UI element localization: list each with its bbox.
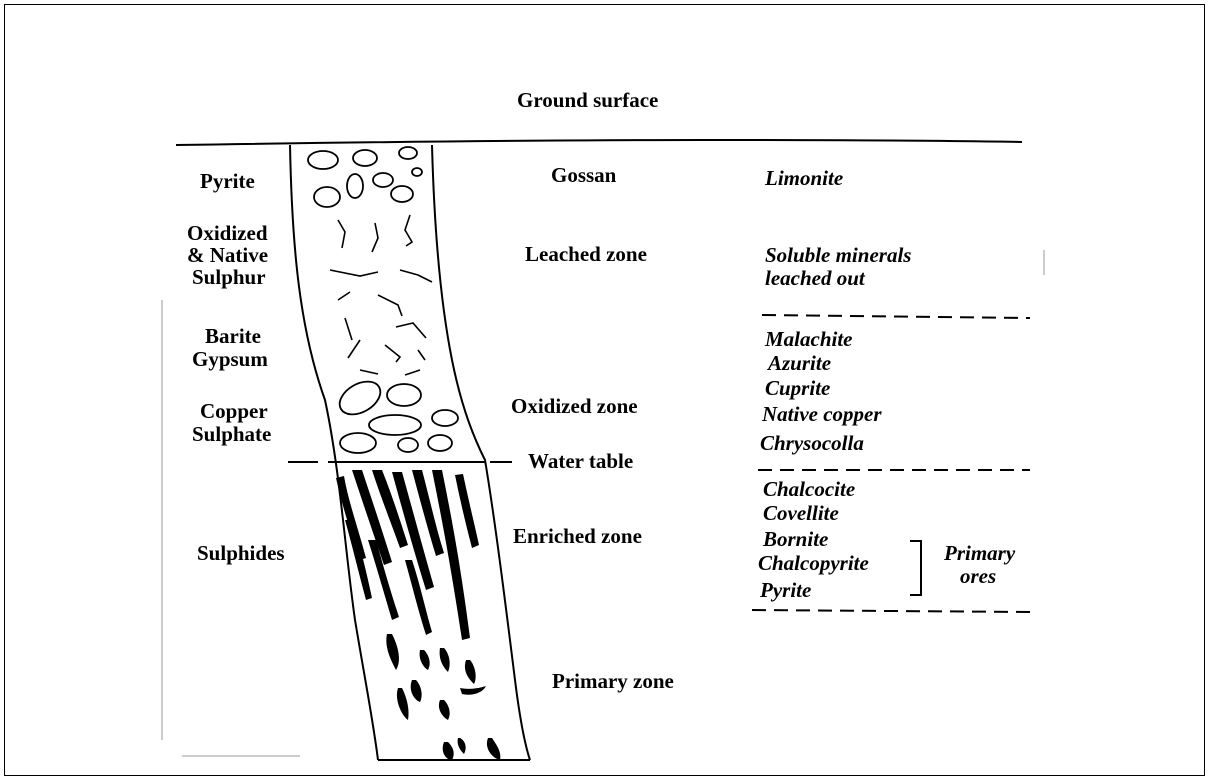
- mineral-bornite: Bornite: [762, 527, 828, 551]
- left-label-oxidized: Oxidized: [187, 221, 268, 245]
- enriched-sulphide-streaks: [336, 470, 479, 640]
- mineral-chalcopyrite: Chalcopyrite: [758, 551, 869, 575]
- left-label-copper: Copper: [200, 399, 268, 423]
- mineral-malachite: Malachite: [764, 327, 853, 351]
- mineral-soluble: Soluble minerals: [765, 243, 911, 267]
- leached-cracks: [330, 215, 432, 375]
- dashed-separator-3: [752, 610, 1030, 612]
- primary-zone-blobs: [386, 634, 500, 760]
- mineral-pyrite: Pyrite: [759, 578, 811, 602]
- left-label-gypsum: Gypsum: [192, 347, 268, 371]
- zone-label-gossan: Gossan: [551, 163, 617, 187]
- ground-surface-label: Ground surface: [517, 88, 658, 112]
- zone-label-water-table: Water table: [528, 449, 633, 473]
- ground-surface-line: [176, 140, 1022, 145]
- mineral-covellite: Covellite: [763, 501, 839, 525]
- mineral-azurite: Azurite: [766, 351, 831, 375]
- oxidized-pebbles: [334, 375, 458, 453]
- zone-label-leached: Leached zone: [525, 242, 647, 266]
- mineral-chrysocolla: Chrysocolla: [760, 431, 864, 455]
- left-label-sulphur: Sulphur: [192, 265, 266, 289]
- zone-label-oxidized: Oxidized zone: [511, 394, 638, 418]
- primary-ores-label-line2: ores: [960, 564, 996, 588]
- left-label-barite: Barite: [205, 324, 261, 348]
- left-label-sulphate: Sulphate: [192, 422, 271, 446]
- mineral-chalcocite: Chalcocite: [763, 477, 855, 501]
- primary-ores-label-line1: Primary: [943, 541, 1016, 565]
- gossan-pebbles: [308, 147, 422, 207]
- mineral-native-copper: Native copper: [761, 402, 882, 426]
- left-label-sulphides: Sulphides: [197, 541, 285, 565]
- dashed-separator-1: [762, 315, 1030, 318]
- mineral-cuprite: Cuprite: [765, 376, 830, 400]
- mineral-leached-out: leached out: [765, 266, 866, 290]
- mineral-limonite: Limonite: [764, 166, 843, 190]
- left-label-pyrite: Pyrite: [200, 169, 255, 193]
- left-label-native: & Native: [187, 243, 268, 267]
- zone-label-enriched: Enriched zone: [513, 524, 642, 548]
- zone-label-primary: Primary zone: [552, 669, 674, 693]
- primary-ores-bracket: [910, 541, 921, 595]
